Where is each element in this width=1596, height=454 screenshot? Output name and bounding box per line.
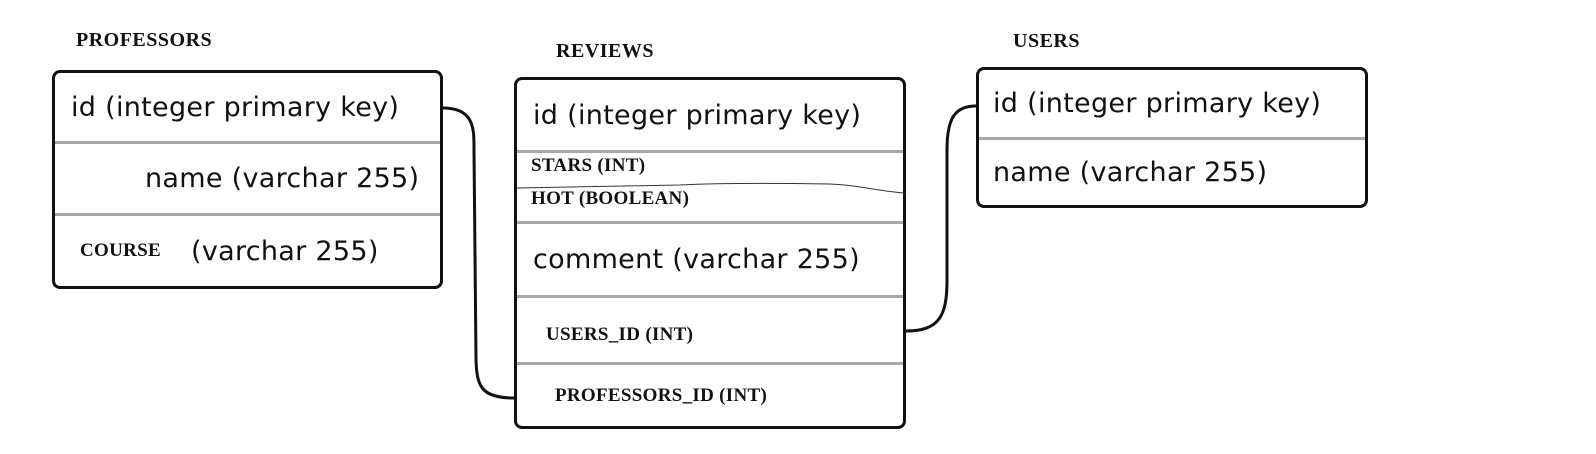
professors-name-field-label: name (varchar 255) [145,163,420,194]
reviews-users-id-field: USERS_ID (INT) [517,295,903,362]
professors-name-field: name (varchar 255) [55,141,440,213]
professors-course-name-label: COURSE [80,240,161,261]
reviews-table-title: REVIEWS [556,40,654,62]
reviews-table: id (integer primary key) STARS (INT) HOT… [514,77,906,429]
users-table-title: USERS [1013,30,1080,52]
reviews-professors-id-field: PROFESSORS_ID (INT) [517,362,903,426]
users-table: id (integer primary key) name (varchar 2… [976,67,1368,208]
reviews-comment-field: comment (varchar 255) [517,221,903,295]
reviews-professors-id-field-label: PROFESSORS_ID (INT) [555,384,768,406]
reviews-hot-field: HOT (BOOLEAN) [517,185,903,221]
reviews-comment-field-label: comment (varchar 255) [533,244,860,275]
reviews-id-field: id (integer primary key) [517,80,903,150]
professors-id-field: id (integer primary key) [55,73,440,141]
users-name-field-label: name (varchar 255) [993,157,1268,188]
professors-to-reviews-connector [441,106,516,400]
users-id-field: id (integer primary key) [979,70,1365,137]
users-name-field: name (varchar 255) [979,137,1365,205]
users-id-field-label: id (integer primary key) [993,88,1322,119]
professors-course-field: COURSE (varchar 255) [55,213,440,286]
reviews-stars-field: STARS (INT) [517,150,903,185]
reviews-hot-field-label: HOT (BOOLEAN) [531,188,690,209]
reviews-stars-field-label: STARS (INT) [531,155,646,176]
reviews-to-users-connector [904,104,978,333]
professors-table-title: PROFESSORS [76,29,213,51]
professors-table: id (integer primary key) name (varchar 2… [52,70,443,289]
reviews-id-field-label: id (integer primary key) [533,99,862,131]
reviews-users-id-field-label: USERS_ID (INT) [546,324,694,345]
professors-id-field-label: id (integer primary key) [71,91,400,123]
professors-course-type-label: (varchar 255) [190,235,379,267]
